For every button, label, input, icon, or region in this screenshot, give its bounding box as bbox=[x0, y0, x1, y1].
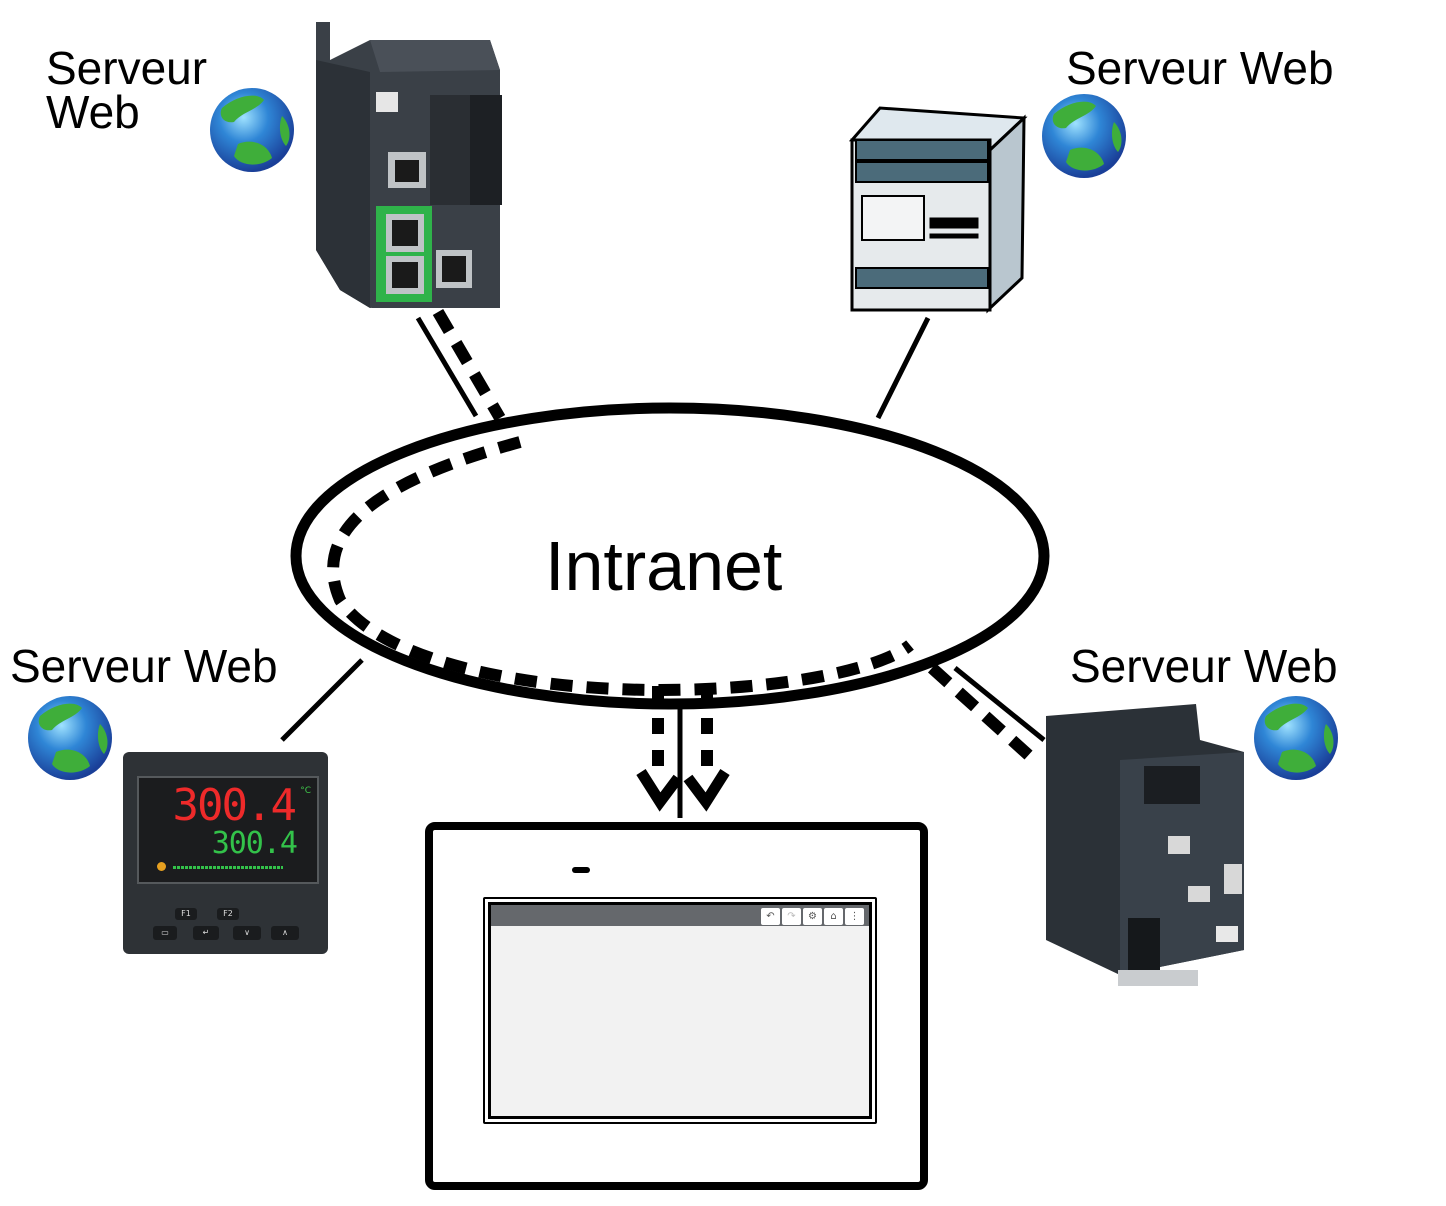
controller-link bbox=[280, 658, 364, 742]
menu-button[interactable]: ⋮ bbox=[845, 908, 864, 925]
setpoint-value: 300.4 bbox=[211, 826, 298, 861]
hmi-screen[interactable]: ↶ ↷ ⚙ ⌂ ⋮ bbox=[488, 902, 872, 1119]
up-key[interactable]: ∧ bbox=[271, 926, 299, 940]
f2-key[interactable]: F2 bbox=[217, 908, 239, 920]
back-button[interactable]: ↶ bbox=[761, 908, 780, 925]
intranet-ring bbox=[290, 402, 1050, 710]
hmi-camera bbox=[572, 867, 590, 873]
f1-key[interactable]: F1 bbox=[175, 908, 197, 920]
plc-link-solid bbox=[415, 316, 479, 418]
settings-button[interactable]: ⚙ bbox=[803, 908, 822, 925]
controller-server-label: Serveur Web bbox=[10, 640, 278, 692]
forward-button[interactable]: ↷ bbox=[782, 908, 801, 925]
alarm-indicator-icon bbox=[157, 862, 166, 871]
globe-icon bbox=[1254, 696, 1338, 780]
page-key[interactable]: ▭ bbox=[153, 926, 177, 940]
down-key[interactable]: ∨ bbox=[233, 926, 261, 940]
globe-icon bbox=[210, 88, 294, 172]
relay-link bbox=[875, 316, 931, 420]
drive-device[interactable] bbox=[1046, 704, 1244, 986]
plc-link-dashed bbox=[432, 308, 506, 422]
controller-display: 300.4 °C 300.4 bbox=[137, 776, 319, 884]
arrow-down-icon bbox=[683, 769, 730, 812]
plc-server-label: Serveur Web bbox=[46, 42, 208, 138]
relay-device[interactable] bbox=[848, 106, 1028, 314]
globe-icon bbox=[1042, 94, 1126, 178]
label-line: Web bbox=[46, 86, 140, 138]
hmi-toolbar: ↶ ↷ ⚙ ⌂ ⋮ bbox=[491, 905, 869, 926]
process-value: 300.4 bbox=[172, 780, 297, 831]
enter-key[interactable]: ↵ bbox=[193, 926, 219, 940]
temperature-controller[interactable]: 300.4 °C 300.4 F1 F2 ▭ ↵ ∨ ∧ bbox=[123, 752, 328, 954]
drive-server-label: Serveur Web bbox=[1070, 640, 1338, 692]
label-line: Serveur bbox=[46, 42, 208, 94]
relay-server-label: Serveur Web bbox=[1066, 42, 1334, 94]
plc-device[interactable] bbox=[316, 22, 502, 308]
home-button[interactable]: ⌂ bbox=[824, 908, 843, 925]
drive-link-dashed bbox=[927, 663, 1039, 765]
globe-icon bbox=[28, 696, 112, 780]
bargraph bbox=[173, 866, 283, 869]
arrow-down-icon bbox=[636, 769, 683, 812]
intranet-label: Intranet bbox=[545, 527, 783, 605]
drive-link-solid bbox=[953, 666, 1046, 742]
unit-label: °C bbox=[300, 786, 311, 796]
data-flow-path bbox=[327, 436, 914, 697]
